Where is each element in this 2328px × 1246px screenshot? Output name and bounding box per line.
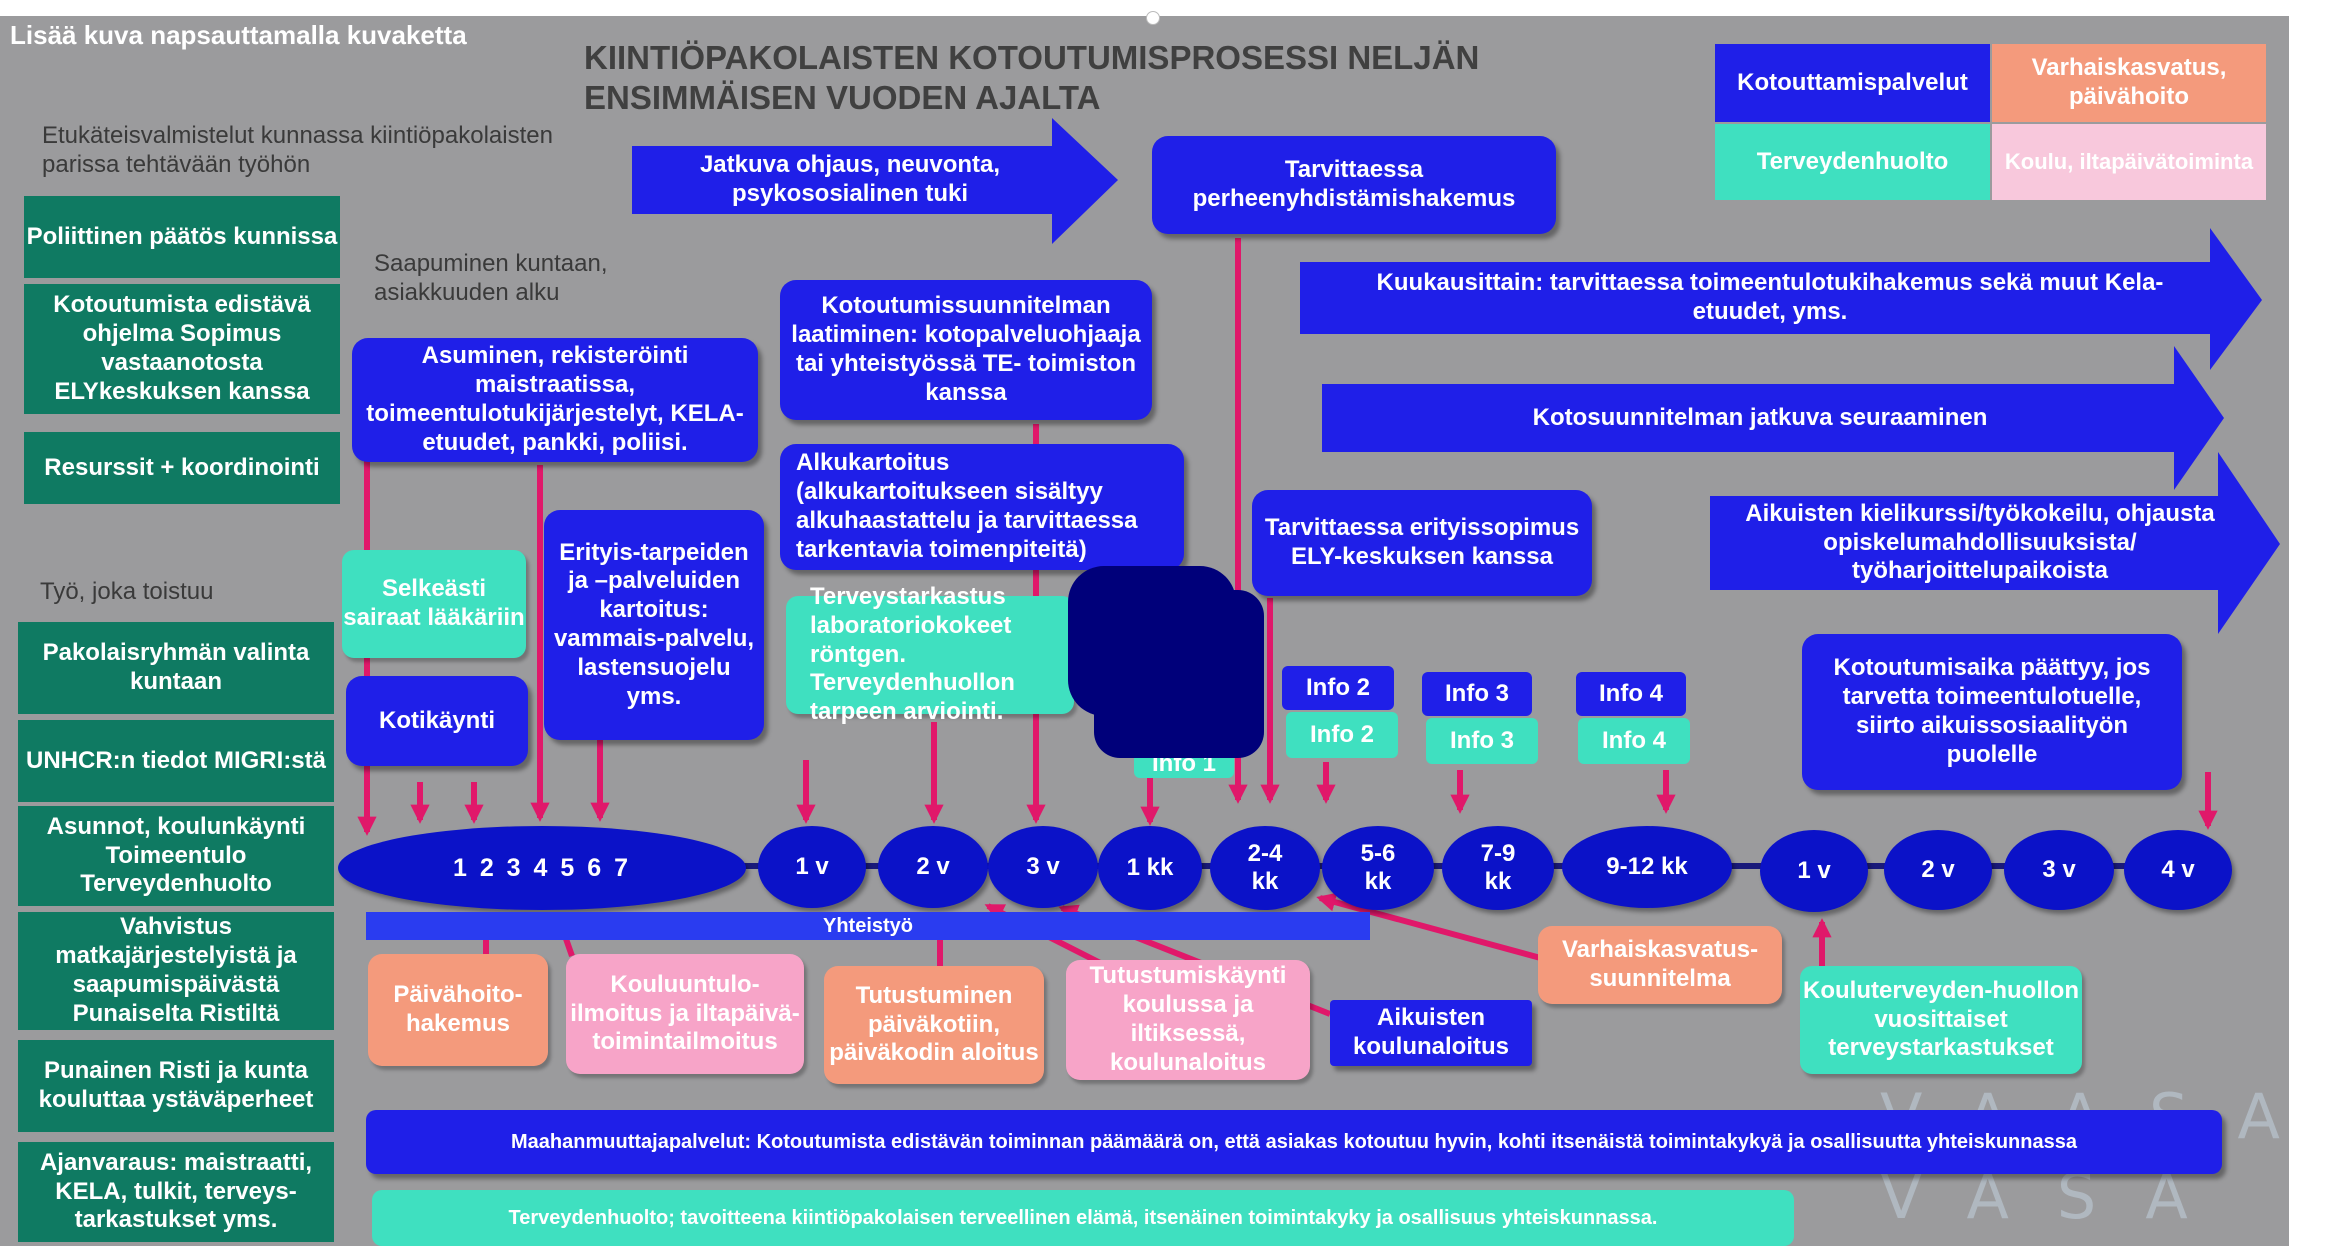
legend-varhaiskasvatus: Varhaiskasvatus, päivähoito	[1992, 44, 2266, 122]
kouluuntuloilmoitus: Kouluuntulo-ilmoitus ja iltapäivä-toimin…	[566, 954, 804, 1074]
timeline-node-10: 3 v	[2004, 830, 2114, 910]
repeat-item-3: Vahvistus matkajärjestelyistä ja saapumi…	[18, 912, 334, 1030]
info-3-blue: Info 3	[1422, 672, 1532, 716]
terveydenhuolto-bar: Terveydenhuolto; tavoitteena kiintiöpako…	[372, 1190, 1794, 1246]
timeline-node-4: 2-4 kk	[1210, 826, 1320, 910]
yhteistyo-bar: Yhteistyö	[366, 912, 1370, 940]
timeline-node-3: 1 kk	[1098, 826, 1202, 910]
kouluterveydenhuolto: Kouluterveyden-huollon vuosittaiset terv…	[1800, 966, 2082, 1074]
timeline-first-days: 1 2 3 4 5 6 7	[338, 826, 746, 910]
aikuisten-kielikurssi: Aikuisten kielikurssi/työkokeilu, ohjaus…	[1745, 499, 2215, 585]
timeline-node-2: 3 v	[988, 826, 1098, 908]
repeat-item-5: Ajanvaraus: maistraatti, KELA, tulkit, t…	[18, 1142, 334, 1242]
timeline-node-0: 1 v	[758, 826, 866, 908]
block-arrow-kuukausittain	[1300, 228, 2262, 370]
maahanmuuttajapalvelut-bar: Maahanmuuttajapalvelut: Kotoutumista edi…	[366, 1110, 2222, 1174]
jatkuva-ohjaus: Jatkuva ohjaus, neuvonta, psykososialine…	[699, 151, 1001, 207]
erityistarpeet: Erityis-tarpeiden ja –palveluiden kartoi…	[544, 510, 764, 740]
timeline-node-5: 5-6 kk	[1322, 826, 1434, 910]
image-placeholder-text[interactable]: Lisää kuva napsauttamalla kuvaketta	[10, 20, 467, 50]
prep-item-2: Resurssit + koordinointi	[24, 432, 340, 504]
erityissopimus: Tarvittaessa erityissopimus ELY-keskukse…	[1252, 490, 1592, 596]
legend-koulu: Koulu, iltapäivätoiminta	[1992, 124, 2266, 200]
alkukartoitus: Alkukartoitus (alkukartoitukseen sisälty…	[780, 444, 1184, 570]
kotikaynti: Kotikäynti	[346, 676, 528, 766]
terveystarkastus: Terveystarkastus laboratoriokokeet röntg…	[786, 583, 1074, 725]
timeline-node-6: 7-9 kk	[1442, 826, 1554, 910]
kotoutumisaika-paattyy: Kotoutumisaika päättyy, jos tarvetta toi…	[1802, 634, 2182, 790]
legend-terveydenhuolto: Terveydenhuolto	[1715, 124, 1990, 200]
paivahoitohakemus: Päivähoito-hakemus	[368, 954, 548, 1066]
info-4-blue: Info 4	[1576, 672, 1686, 716]
timeline-node-8: 1 v	[1760, 830, 1868, 912]
kotosuunnitelma-seuraaminen: Kotosuunnitelman jatkuva seuraaminen	[1532, 403, 1988, 431]
timeline-node-7: 9-12 kk	[1562, 826, 1732, 908]
varhaiskasvatussuunnitelma: Varhaiskasvatus-suunnitelma	[1538, 926, 1782, 1004]
repeat-item-1: UNHCR:n tiedot MIGRI:stä	[18, 720, 334, 802]
timeline-node-4-label: 2-4 kk	[1247, 840, 1283, 895]
kuukausittain: Kuukausittain: tarvittaessa toimeentulot…	[1376, 269, 2164, 325]
info-4-teal: Info 4	[1578, 718, 1690, 764]
perheenyhdistaminen: Tarvittaessa perheenyhdistämishakemus	[1152, 136, 1556, 234]
info-2-blue: Info 2	[1282, 666, 1394, 710]
timeline-node-9: 2 v	[1884, 830, 1992, 910]
repeat-item-0: Pakolaisryhmän valinta kuntaan	[18, 622, 334, 714]
prep-heading: Etukäteisvalmistelut kunnassa kiintiöpak…	[42, 122, 553, 178]
block-arrow-kotosuunnitelma	[1322, 346, 2224, 490]
tutustumiskaynti-koulussa: Tutustumiskäynti koulussa ja iltiksessä,…	[1066, 960, 1310, 1080]
tutustuminen-paivakotiin: Tutustuminen päiväkotiin, päiväkodin alo…	[824, 966, 1044, 1084]
arrival-label: Saapuminen kuntaan, asiakkuuden alku	[374, 250, 608, 306]
repeat-heading: Työ, joka toistuu	[40, 578, 214, 605]
timeline-node-3-label: 1 kk	[1126, 854, 1174, 882]
kotoutumissuunnitelma: Kotoutumissuunnitelman laatiminen: kotop…	[780, 280, 1152, 420]
info-3-teal: Info 3	[1426, 718, 1538, 764]
block-arrow-jatkuva	[632, 118, 1118, 244]
aikuisten-koulunaloitus: Aikuisten koulunaloitus	[1330, 1000, 1532, 1066]
block-arrow-aikuisten-kieli	[1710, 452, 2280, 634]
info-2-teal: Info 2	[1286, 712, 1398, 758]
timeline-node-1: 2 v	[878, 826, 988, 908]
timeline-node-11: 4 v	[2124, 830, 2232, 910]
navy-overlay-shape-2	[1094, 590, 1264, 758]
selkeasti-sairaat: Selkeästi sairaat lääkäriin	[342, 550, 526, 658]
timeline-node-5-label: 5-6 kk	[1360, 840, 1396, 895]
prep-item-1: Kotoutumista edistävä ohjelma Sopimus va…	[24, 284, 340, 414]
prep-item-0: Poliittinen päätös kunnissa	[24, 196, 340, 278]
repeat-item-2: Asunnot, koulunkäynti Toimeentulo Tervey…	[18, 806, 334, 906]
repeat-item-4: Punainen Risti ja kunta kouluttaa ystävä…	[18, 1040, 334, 1132]
page-title: KIINTIÖPAKOLAISTEN KOTOUTUMISPROSESSI NE…	[584, 39, 1480, 117]
rotate-handle[interactable]	[1146, 11, 1160, 25]
top-strip	[0, 0, 2289, 16]
legend-kotouttamispalvelut: Kotouttamispalvelut	[1715, 44, 1990, 122]
asuminen: Asuminen, rekisteröinti maistraatissa, t…	[352, 338, 758, 462]
timeline-node-6-label: 7-9 kk	[1480, 840, 1516, 895]
